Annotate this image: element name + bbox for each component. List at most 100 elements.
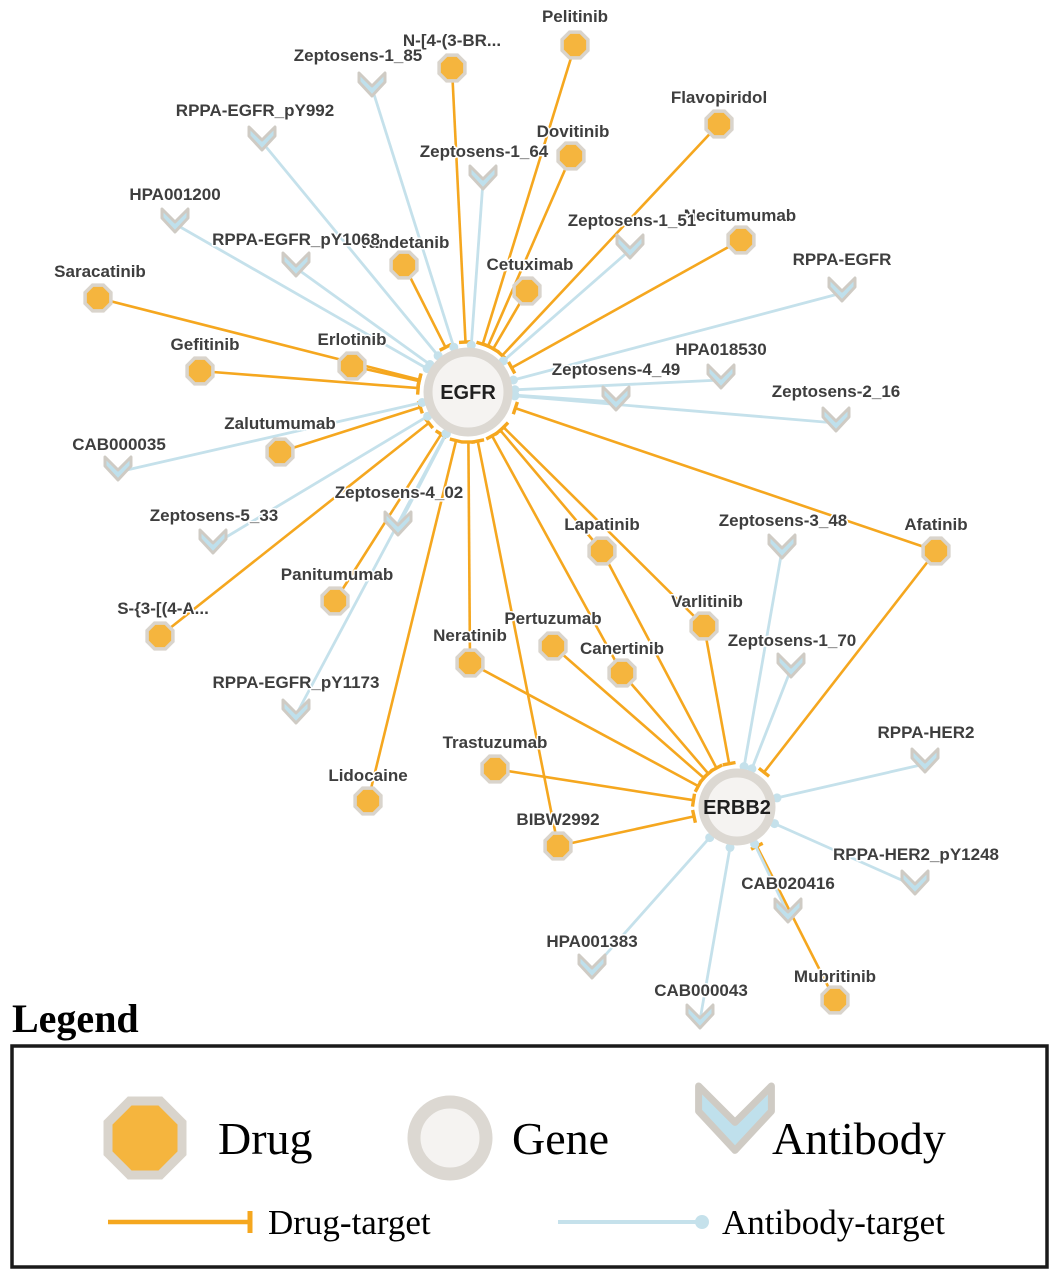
drug-node[interactable] [185,356,215,386]
antibody-node[interactable] [103,455,133,482]
antibody-chevron-icon [103,455,133,482]
drug-octagon-icon [145,621,175,651]
drug-node[interactable] [820,985,850,1015]
antibody-label: RPPA-HER2_pY1248 [833,845,999,864]
antibody-node[interactable] [685,1003,715,1030]
drug-node[interactable] [337,351,367,381]
antibody-label: RPPA-EGFR_pY1068 [212,230,380,249]
antibody-target-edge [514,394,837,425]
drug-node[interactable] [921,536,951,566]
drug-node[interactable] [353,786,383,816]
antibody-node[interactable] [198,528,228,555]
drug-label: Pelitinib [542,7,608,26]
drug-node[interactable] [538,631,568,661]
antibody-label: HPA001200 [129,185,220,204]
drug-node[interactable] [265,437,295,467]
antibody-chevron-icon [827,276,857,303]
drug-label: Pertuzumab [504,609,601,628]
drug-node[interactable] [556,141,586,171]
antibody-node[interactable] [247,125,277,152]
antibody-chevron-icon [247,125,277,152]
gene-label: ERBB2 [703,797,771,819]
antibody-chevron-icon [900,869,930,896]
drug-label: Gefitinib [171,335,240,354]
drug-target-edge [366,440,458,802]
drug-node[interactable] [389,250,419,280]
drug-node[interactable] [455,648,485,678]
drug-target-arrowhead [690,793,697,807]
drug-node[interactable] [437,53,467,83]
antibody-node[interactable] [776,652,806,679]
drug-target-edge [514,406,937,553]
antibody-node[interactable] [821,406,851,433]
antibody-label: CAB000043 [654,981,748,1000]
drug-node[interactable] [512,276,542,306]
drug-octagon-icon [389,250,419,280]
drug-node[interactable] [587,536,617,566]
antibody-node[interactable] [281,251,311,278]
drug-octagon-icon [83,283,113,313]
drug-target-arrowhead [470,438,485,444]
antibody-chevron-icon [198,528,228,555]
drug-octagon-icon [480,754,510,784]
drug-target-edge [702,625,731,764]
antibody-legend-label: Antibody [772,1113,946,1164]
antibody-chevron-icon [767,533,797,560]
gene-node-egfr[interactable] [423,347,513,437]
drug-target-edge [199,369,419,390]
drug-label: Varlitinib [671,592,743,611]
drug-node[interactable] [560,30,590,60]
drug-target-arrowhead [486,344,500,354]
antibody-target-edge [502,248,631,363]
drug-node[interactable] [689,611,719,641]
drug-node[interactable] [320,586,350,616]
antibody-node[interactable] [357,71,387,98]
antibody-node[interactable] [601,385,631,412]
drug-octagon-icon [337,351,367,381]
drug-target-edge [762,550,938,774]
antibody-node[interactable] [767,533,797,560]
drug-node[interactable] [543,831,573,861]
antibody-chevron-icon [773,897,803,924]
drug-label: Saracatinib [54,262,146,281]
antibody-node[interactable] [281,698,311,725]
drug-target-edge [600,550,718,769]
drug-label: Mubritinib [794,967,876,986]
drug-node[interactable] [704,109,734,139]
drug-icon [103,1096,187,1180]
drug-target-arrowhead [485,431,499,441]
drug-target-edge [557,815,695,848]
drug-node[interactable] [607,658,637,688]
antibody-node[interactable] [468,164,498,191]
antibody-node[interactable] [383,510,413,537]
drug-node[interactable] [145,621,175,651]
antibody-label: Zeptosens-5_33 [150,506,279,525]
gene-circle [423,347,513,437]
antibody-chevron-icon [468,164,498,191]
antibody-label: Zeptosens-1_64 [420,142,549,161]
antibody-target-edge [513,291,843,382]
antibody-node[interactable] [910,747,940,774]
antibody-node[interactable] [160,207,190,234]
antibody-node[interactable] [773,897,803,924]
antibody-target-edge [370,87,456,348]
antibody-node[interactable] [615,233,645,260]
drug-node[interactable] [480,754,510,784]
drug-node[interactable] [83,283,113,313]
drug-label: S-{3-[(4-A... [117,599,209,618]
antibody-label: CAB000035 [72,435,166,454]
drug-label: Lapatinib [564,515,640,534]
antibody-node[interactable] [900,869,930,896]
antibody-target-edge [750,668,793,770]
drug-target-edge [502,426,705,627]
drug-node[interactable] [726,225,756,255]
drug-octagon-icon [265,437,295,467]
antibody-node[interactable] [827,276,857,303]
drug-octagon-icon [704,109,734,139]
antibody-node[interactable] [577,953,607,980]
antibody-chevron-icon [706,363,736,390]
antibody-node[interactable] [706,363,736,390]
drug-label: Zalutumumab [224,414,335,433]
gene-node-erbb2[interactable] [698,768,776,846]
